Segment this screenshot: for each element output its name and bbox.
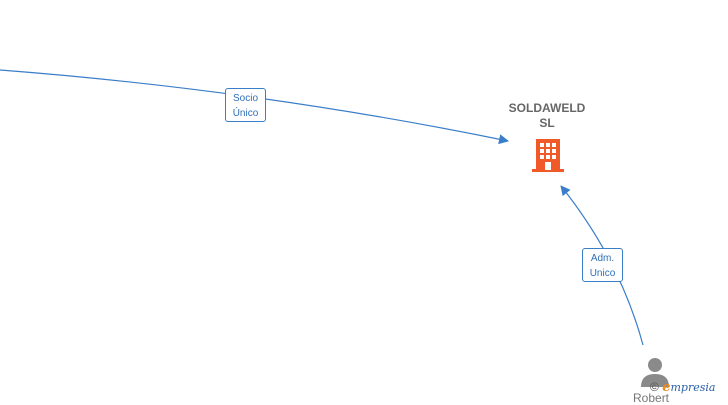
copyright-symbol: ©: [650, 380, 659, 394]
brand-initial: e: [662, 380, 671, 395]
empresia-watermark: © empresia: [650, 380, 715, 395]
company-name[interactable]: SOLDAWELD SL: [490, 101, 604, 131]
edge-label-adm-unico[interactable]: Adm. Unico: [582, 248, 623, 282]
brand-rest: mpresia: [670, 381, 716, 394]
company-name-line: SL: [539, 116, 555, 130]
edge-label-line: Socio: [232, 93, 258, 104]
edge-label-line: Unico: [589, 268, 616, 279]
edge-label-socio-unico[interactable]: Socio Único: [225, 88, 266, 122]
edge-label-line: Adm.: [590, 253, 615, 264]
person-icon[interactable]: [640, 357, 670, 387]
building-icon[interactable]: [531, 137, 565, 173]
edge-label-line: Único: [232, 108, 259, 119]
company-name-line: SOLDAWELD: [508, 101, 586, 115]
